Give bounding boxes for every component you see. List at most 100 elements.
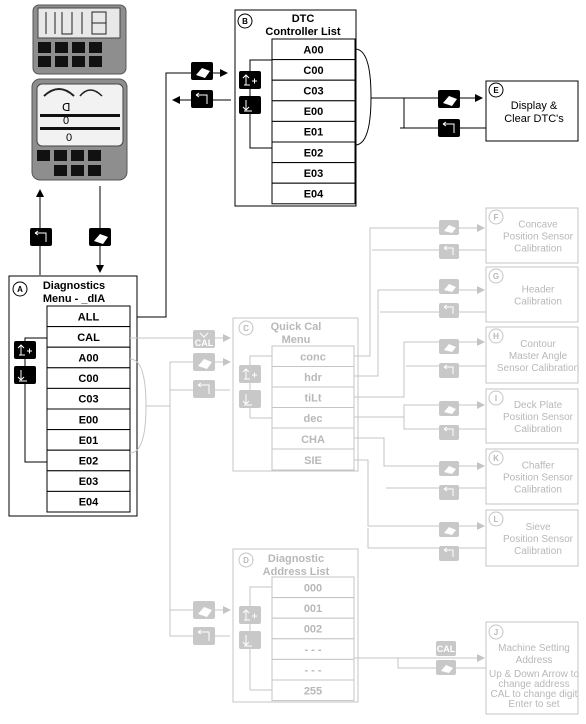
list-item-label: E01: [304, 127, 324, 139]
cha-to-k-line: [354, 437, 485, 470]
diag-to-quickcal-line: [146, 358, 231, 407]
cal-key-label: CAL: [195, 338, 214, 348]
calibration-line: Position Sensor: [503, 473, 574, 484]
list-item-label: E01: [79, 435, 99, 447]
calibration-letter: H: [493, 332, 499, 341]
calibration-line: Calibration: [514, 297, 562, 308]
j-back-line: [397, 658, 486, 669]
enter-key-icon: [439, 220, 459, 235]
letter-c-badge: [238, 320, 254, 336]
dtc-list-letter: B: [242, 17, 248, 26]
letter-e-badge: [488, 82, 504, 98]
list-item-label: - - -: [304, 644, 321, 656]
list-item-label: dec: [304, 413, 323, 425]
list-item-label: CAL: [77, 332, 100, 344]
calibration-line: Concave: [518, 220, 558, 231]
machine-setting-line2: Address: [516, 655, 553, 666]
letter-b-badge: [237, 13, 253, 29]
machine-setting-help3: CAL to change digit: [491, 689, 578, 700]
machine-setting-line1: Machine Setting: [498, 643, 570, 654]
list-item-label: SIE: [304, 455, 322, 467]
letter-a-badge: [12, 281, 28, 297]
enter-key-icon: [439, 279, 459, 294]
down-minus-key-icon: [239, 631, 261, 649]
quick-cal-subtitle: Menu: [282, 334, 311, 346]
calibration-letter-badge: [488, 511, 504, 527]
list-item-label: 000: [304, 582, 322, 594]
list-item-box: [271, 182, 356, 205]
calibration-letter: L: [494, 515, 499, 524]
enter-key-icon: [439, 461, 459, 476]
down-minus-key-icon: [14, 366, 36, 384]
back-key-icon: [30, 228, 52, 246]
machine-setting-panel: [485, 621, 579, 715]
cal-key-label: CAL: [437, 644, 456, 654]
list-item-label: 255: [304, 685, 322, 697]
list-item-label: E02: [304, 147, 324, 159]
calibration-line: Calibration: [514, 546, 562, 557]
machine-setting-letter: J: [494, 628, 498, 637]
svg-text:0: 0: [66, 132, 72, 144]
enter-key-icon: [439, 522, 459, 537]
up-plus-key-icon: [239, 71, 261, 89]
calibration-line: Sensor Calibration: [497, 363, 579, 374]
calibration-letter-badge: [488, 268, 504, 284]
back-key-icon: [439, 425, 459, 440]
all-to-dtc-line: [130, 69, 228, 318]
conc-to-f-line: [354, 224, 485, 357]
list-item-label: C00: [78, 373, 98, 385]
svg-text:ᗡ: ᗡ: [62, 102, 70, 114]
back-key-icon: [438, 119, 460, 137]
list-item-label: CHA: [301, 434, 325, 446]
dec-to-i-line: [354, 401, 485, 418]
up-plus-key-icon: [239, 365, 261, 383]
calibration-line: Chaffer: [522, 461, 555, 472]
back-key-icon: [193, 380, 215, 398]
back-key-icon: [193, 627, 215, 645]
diag-scroll-bracket: [24, 337, 47, 463]
calibration-line: Header: [522, 285, 555, 296]
calibration-keys: [439, 220, 459, 561]
display-unit-illustration: ᗡ 0 0: [31, 78, 128, 181]
letter-j-badge: [488, 624, 504, 640]
list-item-label: C00: [303, 65, 323, 77]
calibration-letter: G: [493, 272, 499, 281]
list-item-label: C03: [78, 394, 98, 406]
dtc-right-bracket: [354, 48, 372, 146]
enter-key-icon: [438, 90, 460, 108]
list-item-label: A00: [78, 353, 98, 365]
list-item-label: E00: [79, 414, 99, 426]
calibration-line: Sieve: [525, 522, 550, 533]
list-item-label: conc: [300, 351, 326, 363]
machine-setting-help4: Enter to set: [508, 699, 559, 710]
list-item-label: 002: [304, 624, 322, 636]
dtc-list-title: DTC: [292, 13, 315, 25]
svg-text:0: 0: [63, 115, 69, 127]
calibration-line: Deck Plate: [514, 400, 563, 411]
diag-to-address-line: [169, 406, 231, 614]
back-key-icon: [439, 546, 459, 561]
address-list-title: Diagnostic: [268, 553, 324, 565]
tilt-to-h-line: [354, 338, 485, 398]
enter-key-icon: [436, 660, 456, 675]
calibration-line: Calibration: [514, 244, 562, 255]
enter-key-icon: [439, 401, 459, 416]
back-key-icon: [439, 363, 459, 378]
list-item-label: E04: [304, 189, 324, 201]
quick-cal-title: Quick Cal: [271, 321, 322, 333]
list-item-label: C03: [303, 86, 323, 98]
back-key-icon: [439, 244, 459, 259]
hdr-to-g-line: [354, 286, 485, 377]
display-clear-line2: Clear DTC's: [504, 113, 564, 125]
list-item-label: tiLt: [304, 392, 321, 404]
up-plus-key-icon: [14, 341, 36, 359]
display-clear-line1: Display &: [511, 100, 558, 112]
calibration-letter-badge: [488, 209, 504, 225]
list-item-label: E00: [304, 106, 324, 118]
calibration-letter: I: [495, 394, 497, 403]
enter-key-icon: [193, 353, 215, 371]
